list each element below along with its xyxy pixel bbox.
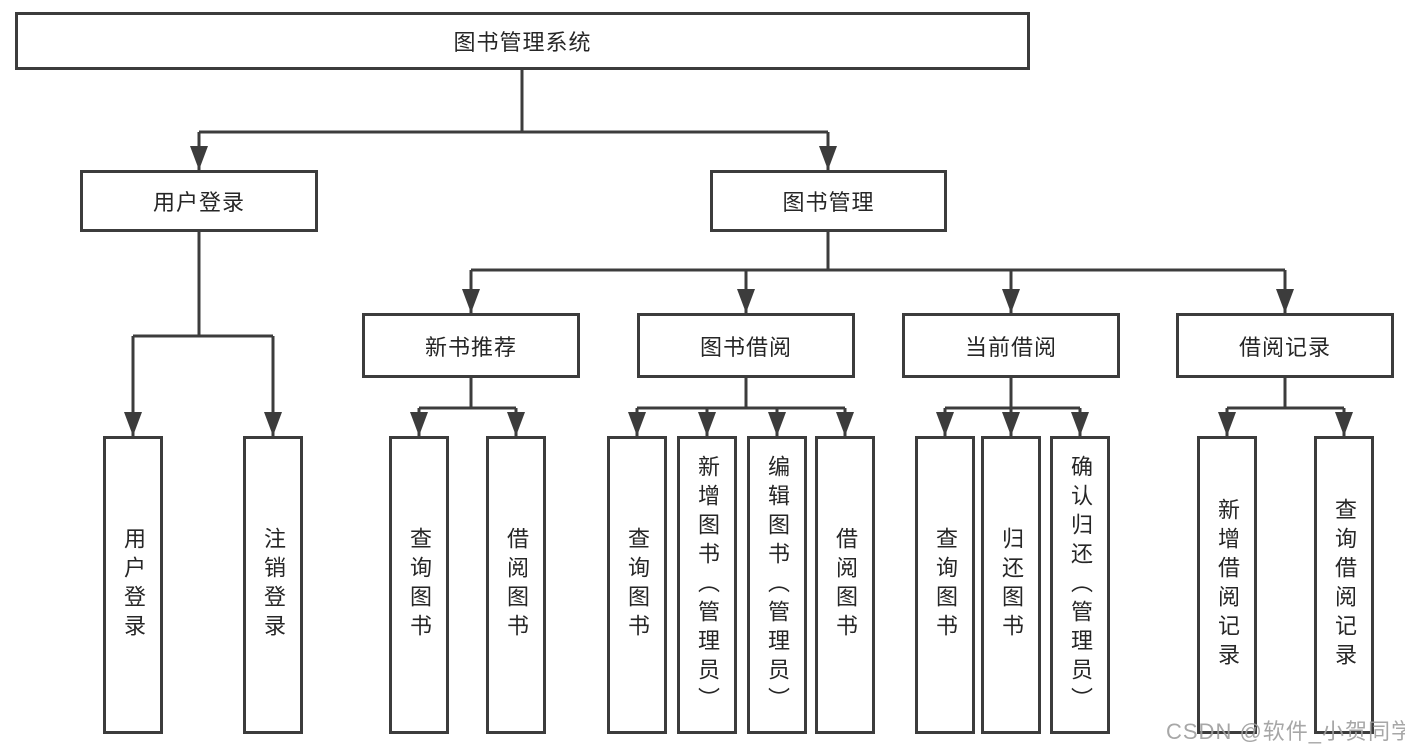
node-current-borrowing: 当前借阅 <box>902 313 1120 378</box>
node-return-books: 归还图书 <box>981 436 1041 734</box>
node-logout: 注销登录 <box>243 436 303 734</box>
node-book-borrowing: 图书借阅 <box>637 313 855 378</box>
node-root: 图书管理系统 <box>15 12 1030 70</box>
node-query-books-recommend: 查询图书 <box>389 436 449 734</box>
node-add-borrow-record: 新增借阅记录 <box>1197 436 1257 734</box>
node-borrow-books-recommend: 借阅图书 <box>486 436 546 734</box>
node-borrow-records: 借阅记录 <box>1176 313 1394 378</box>
node-query-books-current: 查询图书 <box>915 436 975 734</box>
arrowheads <box>124 146 1353 436</box>
node-user-login-leaf: 用户登录 <box>103 436 163 734</box>
csdn-watermark: CSDN @软件_小贺同学 <box>1166 719 1405 744</box>
node-edit-book-admin: 编辑图书（管理员） <box>747 436 807 734</box>
node-add-book-admin: 新增图书（管理员） <box>677 436 737 734</box>
node-confirm-return-admin: 确认归还（管理员） <box>1050 436 1110 734</box>
node-query-borrow-record: 查询借阅记录 <box>1314 436 1374 734</box>
node-user-login: 用户登录 <box>80 170 318 232</box>
node-book-management: 图书管理 <box>710 170 947 232</box>
node-query-books-borrowing: 查询图书 <box>607 436 667 734</box>
node-borrow-books-borrowing: 借阅图书 <box>815 436 875 734</box>
node-new-book-recommend: 新书推荐 <box>362 313 580 378</box>
